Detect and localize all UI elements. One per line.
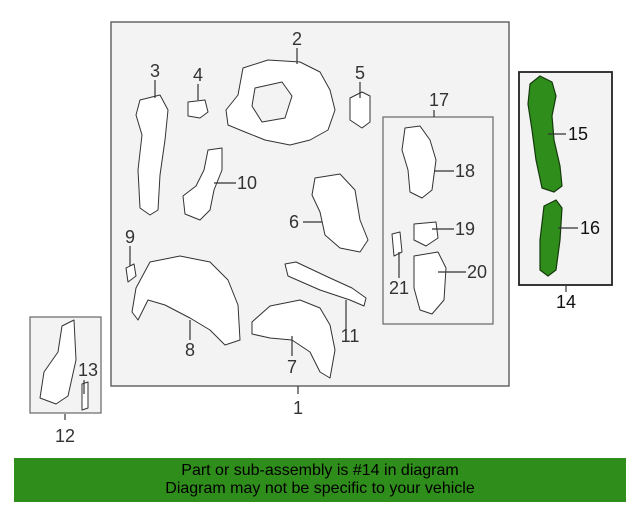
callout-9: 9 xyxy=(125,227,135,247)
part-2-window xyxy=(251,81,293,123)
callout-1: 1 xyxy=(293,398,303,418)
part-15-pillar-reinforcement[interactable] xyxy=(527,75,563,193)
part-6-panel[interactable] xyxy=(311,173,369,253)
part-16-bracket[interactable] xyxy=(539,199,563,277)
part-19-bracket[interactable] xyxy=(413,221,439,247)
callout-16: 16 xyxy=(580,218,600,238)
part-20-panel[interactable] xyxy=(413,251,447,315)
callout-6: 6 xyxy=(289,212,299,232)
callout-4: 4 xyxy=(193,65,203,85)
part-5-bracket[interactable] xyxy=(349,91,371,129)
part-9-clip[interactable] xyxy=(125,263,137,283)
callout-19: 19 xyxy=(455,219,475,239)
part-10-reinforcement[interactable] xyxy=(182,147,223,221)
callout-17: 17 xyxy=(429,90,449,110)
callout-11: 11 xyxy=(341,326,360,346)
part-7-wheelhouse-inner[interactable] xyxy=(251,299,336,379)
callout-2: 2 xyxy=(292,29,302,49)
part-18-panel[interactable] xyxy=(401,125,437,199)
banner-line-2: Diagram may not be specific to your vehi… xyxy=(165,480,475,497)
banner-line-1: Part or sub-assembly is #14 in diagram xyxy=(181,462,459,479)
callout-18: 18 xyxy=(455,161,475,181)
part-21-clip[interactable] xyxy=(391,231,403,257)
part-13-clip[interactable] xyxy=(81,381,89,411)
vehicle-fitment-banner: Part or sub-assembly is #14 in diagram D… xyxy=(14,458,626,502)
callout-14: 14 xyxy=(556,292,576,312)
callout-3: 3 xyxy=(150,61,160,81)
callout-5: 5 xyxy=(355,63,365,83)
part-8-wheelhouse[interactable] xyxy=(131,255,241,346)
callout-21: 21 xyxy=(389,278,409,298)
callout-15: 15 xyxy=(568,124,588,144)
callout-8: 8 xyxy=(185,340,195,360)
callout-7: 7 xyxy=(287,357,297,377)
part-11-rail[interactable] xyxy=(284,261,367,307)
part-4-bracket[interactable] xyxy=(187,99,209,119)
callout-12: 12 xyxy=(55,426,75,446)
callout-10: 10 xyxy=(237,173,257,193)
parts-diagram: 2 3 4 5 17 10 6 18 19 9 20 21 8 11 7 1 1… xyxy=(29,21,613,446)
callout-13: 13 xyxy=(78,360,98,380)
callout-20: 20 xyxy=(467,262,487,282)
part-3-pillar[interactable] xyxy=(135,94,169,216)
part-12-panel[interactable] xyxy=(39,319,77,405)
